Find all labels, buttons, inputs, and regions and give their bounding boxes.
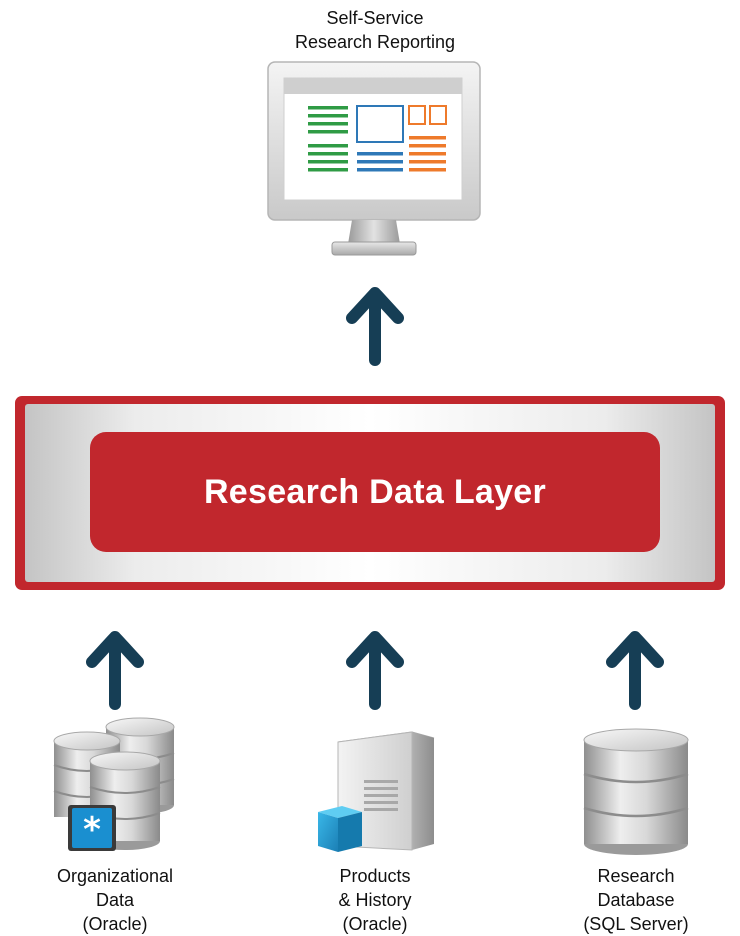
database-icon xyxy=(583,728,689,855)
source-label-line1: Organizational xyxy=(56,866,174,886)
source-label-line3: (SQL Server) xyxy=(583,914,689,934)
monitor-report-icon xyxy=(267,61,481,256)
source-label-research: Research Database (SQL Server) xyxy=(536,864,736,936)
reporting-label-line2: Research Reporting xyxy=(294,32,456,52)
svg-text:*: * xyxy=(83,810,101,850)
reporting-label: Self-Service Research Reporting xyxy=(220,6,530,54)
source-label-line3: (Oracle) xyxy=(342,914,408,934)
source-label-line2: Data xyxy=(95,890,135,910)
arrow-up-icon xyxy=(346,287,404,366)
source-label-line3: (Oracle) xyxy=(82,914,148,934)
source-label-line1: Research xyxy=(597,866,675,886)
source-label-products: Products & History (Oracle) xyxy=(275,864,475,936)
arrow-up-icon xyxy=(86,631,144,710)
multi-database-icon: * xyxy=(53,717,175,851)
source-label-line1: Products xyxy=(339,866,411,886)
source-label-organizational: Organizational Data (Oracle) xyxy=(15,864,215,936)
server-tower-icon xyxy=(318,731,435,852)
reporting-label-line1: Self-Service xyxy=(326,8,424,28)
arrow-up-icon xyxy=(606,631,664,710)
data-layer-title: Research Data Layer xyxy=(90,432,660,552)
arrow-up-icon xyxy=(346,631,404,710)
source-label-line2: & History xyxy=(338,890,412,910)
source-label-line2: Database xyxy=(597,890,675,910)
